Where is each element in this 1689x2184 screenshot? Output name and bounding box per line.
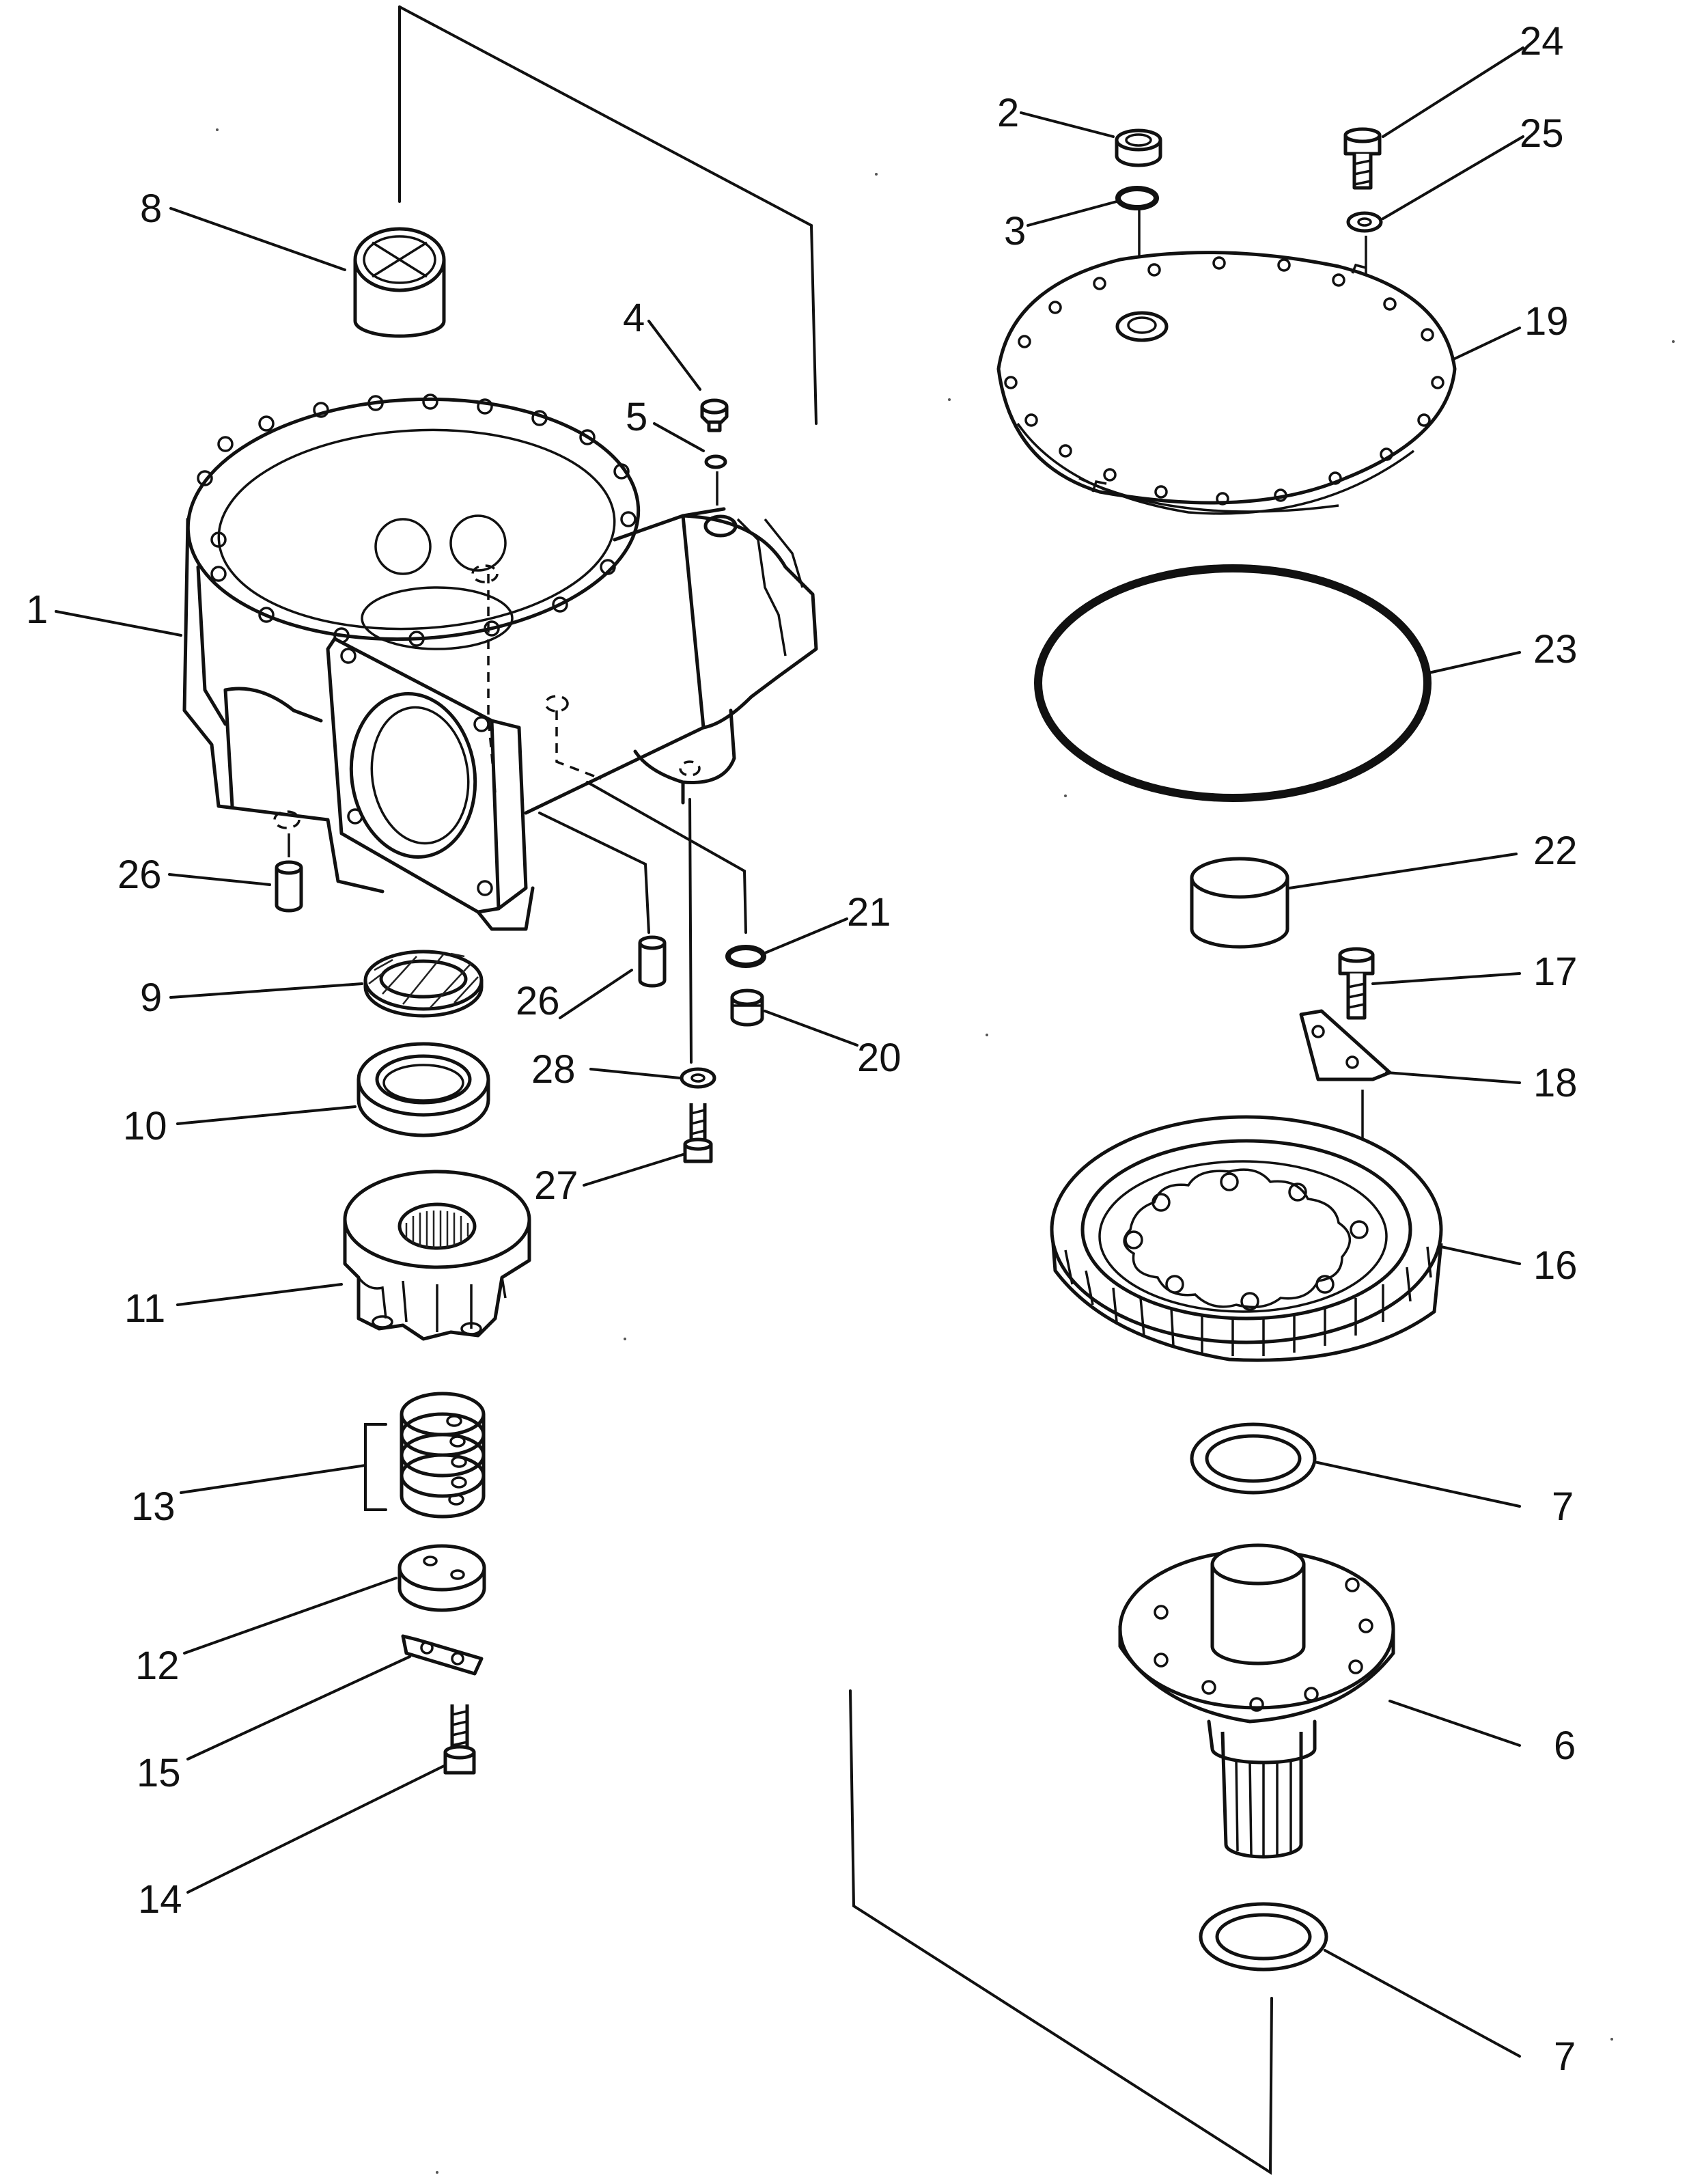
callout-10: 10 — [123, 1104, 167, 1148]
assembly-bracket-top — [398, 5, 818, 425]
callout-20: 20 — [857, 1036, 902, 1080]
callout-23: 23 — [1533, 627, 1578, 672]
part-20-plug — [730, 989, 764, 1027]
assembly-bracket-bottom — [849, 1689, 1273, 2175]
part-28-washer — [680, 1067, 716, 1089]
callout-26-left: 26 — [117, 853, 162, 897]
part-1-swing-housing — [182, 393, 818, 931]
callout-27: 27 — [534, 1163, 578, 1208]
callout-3: 3 — [1004, 209, 1026, 253]
callout-19: 19 — [1524, 299, 1569, 344]
part-26-dowel-pin-right — [638, 935, 667, 988]
part-3-o-ring — [1115, 186, 1159, 210]
part-21-o-ring — [725, 945, 766, 968]
part-10-oil-seal — [357, 1042, 490, 1137]
part-23-o-ring — [1034, 564, 1432, 802]
part-15-lock-plate — [401, 1634, 484, 1676]
part-11-carrier — [343, 1170, 531, 1341]
part-25-washer — [1346, 211, 1383, 233]
part-14-bolt — [443, 1704, 476, 1775]
part-18-lock-plate — [1299, 1009, 1392, 1081]
callout-2: 2 — [997, 91, 1019, 135]
callout-26-right: 26 — [516, 979, 560, 1023]
callout-labels: 1 2 3 4 5 6 7 7 8 9 10 11 12 13 14 15 16… — [26, 19, 1578, 2079]
callout-12: 12 — [135, 1644, 180, 1688]
callout-22: 22 — [1533, 829, 1578, 873]
callout-25: 25 — [1520, 111, 1564, 156]
callout-28: 28 — [531, 1047, 576, 1092]
callout-24: 24 — [1520, 19, 1564, 64]
part-16-ring-gear — [1050, 1115, 1443, 1362]
part-2-plug — [1115, 128, 1162, 167]
callout-14: 14 — [138, 1877, 182, 1922]
callout-11: 11 — [124, 1286, 165, 1331]
part-9-seal — [363, 950, 484, 1018]
part-5-washer — [704, 454, 727, 469]
part-17-bolt — [1338, 947, 1375, 1020]
callout-5: 5 — [626, 395, 647, 439]
callout-17: 17 — [1533, 950, 1578, 994]
part-12-plate — [397, 1544, 486, 1612]
callout-4: 4 — [623, 296, 645, 340]
part-22-bushing — [1190, 857, 1289, 949]
part-24-bolt — [1343, 127, 1382, 190]
callout-15: 15 — [137, 1751, 181, 1795]
callout-7-lower: 7 — [1554, 2034, 1576, 2079]
callout-8: 8 — [140, 186, 162, 231]
leader-lines — [55, 46, 1524, 2058]
callout-7-upper: 7 — [1552, 1484, 1574, 1529]
scan-specks — [216, 128, 1675, 2174]
callout-1: 1 — [26, 588, 48, 632]
part-13-disc-springs — [364, 1392, 486, 1519]
part-27-bolt — [683, 1103, 713, 1163]
part-19-cover — [996, 251, 1457, 515]
part-26-dowel-pin-left — [275, 860, 303, 913]
part-4-plug — [700, 398, 729, 432]
part-6-output-shaft — [1118, 1543, 1395, 1859]
callout-21: 21 — [847, 890, 891, 935]
part-8-bushing — [353, 227, 446, 338]
callout-13: 13 — [131, 1484, 176, 1529]
part-7-thrust-washer-lower — [1199, 1902, 1328, 1972]
callout-16: 16 — [1533, 1243, 1578, 1288]
callout-18: 18 — [1533, 1061, 1578, 1105]
callout-9: 9 — [140, 976, 162, 1020]
callout-6: 6 — [1554, 1724, 1576, 1768]
part-7-thrust-washer-upper — [1190, 1422, 1317, 1495]
